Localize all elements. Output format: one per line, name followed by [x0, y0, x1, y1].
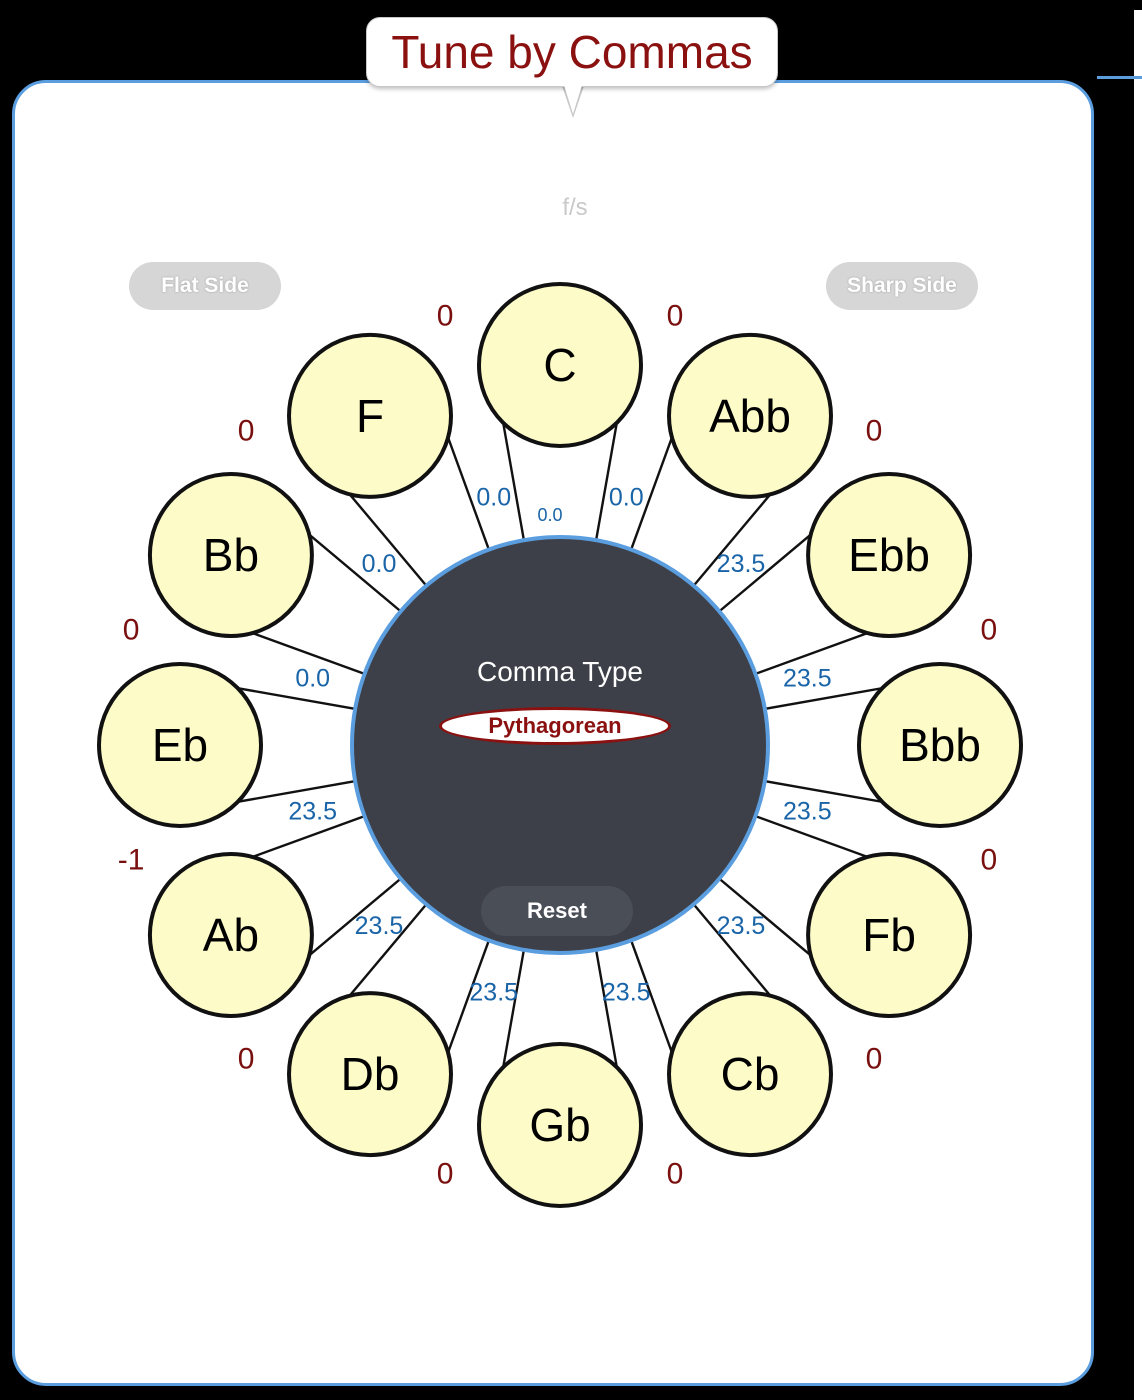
note-name: Bbb [899, 719, 981, 771]
note-circle[interactable] [806, 472, 973, 638]
note-offset: 0 [866, 415, 883, 448]
note-name: Eb [152, 719, 208, 771]
sharp-side-button[interactable]: Sharp Side [826, 262, 978, 310]
comma-type-select[interactable]: Pythagorean [439, 707, 671, 745]
note-offset: 0 [437, 300, 454, 333]
note-name: Cb [721, 1048, 780, 1100]
note-offset: 0 [437, 1157, 454, 1190]
note-offset: -1 [118, 843, 145, 876]
interval-cents: 23.5 [355, 912, 404, 940]
note-offset: 0 [667, 1157, 684, 1190]
interval-cents: 23.5 [717, 550, 766, 578]
reset-button[interactable]: Reset [481, 886, 633, 936]
flat-side-button[interactable]: Flat Side [129, 262, 281, 310]
flat-sharp-hint: f/s [562, 194, 588, 221]
note-name: Bb [203, 529, 259, 581]
interval-cents: 23.5 [717, 912, 766, 940]
page-title: Tune by Commas [391, 26, 753, 78]
title-pointer-inner [564, 85, 582, 114]
note-name: Abb [709, 390, 791, 442]
window-right-edge [1134, 10, 1142, 1400]
interval-cents: 0.0 [476, 484, 511, 512]
panel-top-edge [1097, 76, 1142, 79]
comma-hub [350, 535, 770, 955]
title-bubble: Tune by Commas [366, 17, 778, 87]
note-circle[interactable] [477, 1042, 643, 1208]
note-offset: 0 [981, 614, 998, 647]
interval-cents: 23.5 [783, 797, 832, 825]
note-name: C [543, 339, 576, 391]
note-circle[interactable] [806, 852, 973, 1018]
note-circle[interactable] [667, 332, 833, 499]
note-name: Fb [862, 909, 916, 961]
note-circle[interactable] [147, 852, 314, 1018]
note-offset: 0 [667, 300, 684, 333]
note-name: Ebb [848, 529, 930, 581]
interval-cents: 23.5 [783, 665, 832, 693]
interval-cents: 0.0 [295, 665, 330, 693]
note-circle[interactable] [667, 991, 833, 1158]
note-name: Db [341, 1048, 400, 1100]
note-circle[interactable] [857, 662, 1023, 828]
note-offset: 0 [238, 1042, 255, 1075]
center-cents: 0.0 [537, 505, 562, 525]
note-offset: 0 [866, 1042, 883, 1075]
note-offset: 0 [981, 843, 998, 876]
interval-cents: 0.0 [609, 484, 644, 512]
note-circle[interactable] [477, 282, 643, 448]
note-name: Ab [203, 909, 259, 961]
interval-cents: 23.5 [602, 978, 651, 1006]
interval-cents: 23.5 [288, 797, 337, 825]
note-circle[interactable] [97, 662, 263, 828]
note-name: F [356, 390, 384, 442]
note-circle[interactable] [287, 332, 453, 499]
comma-type-label: Comma Type [477, 656, 643, 687]
note-name: Gb [529, 1099, 590, 1151]
interval-cents: 23.5 [469, 978, 518, 1006]
interval-cents: 0.0 [362, 550, 397, 578]
note-circles [97, 282, 1023, 1208]
note-offset: 0 [123, 614, 140, 647]
note-offset: 0 [238, 415, 255, 448]
note-circle[interactable] [147, 472, 314, 638]
note-circle[interactable] [287, 991, 453, 1158]
